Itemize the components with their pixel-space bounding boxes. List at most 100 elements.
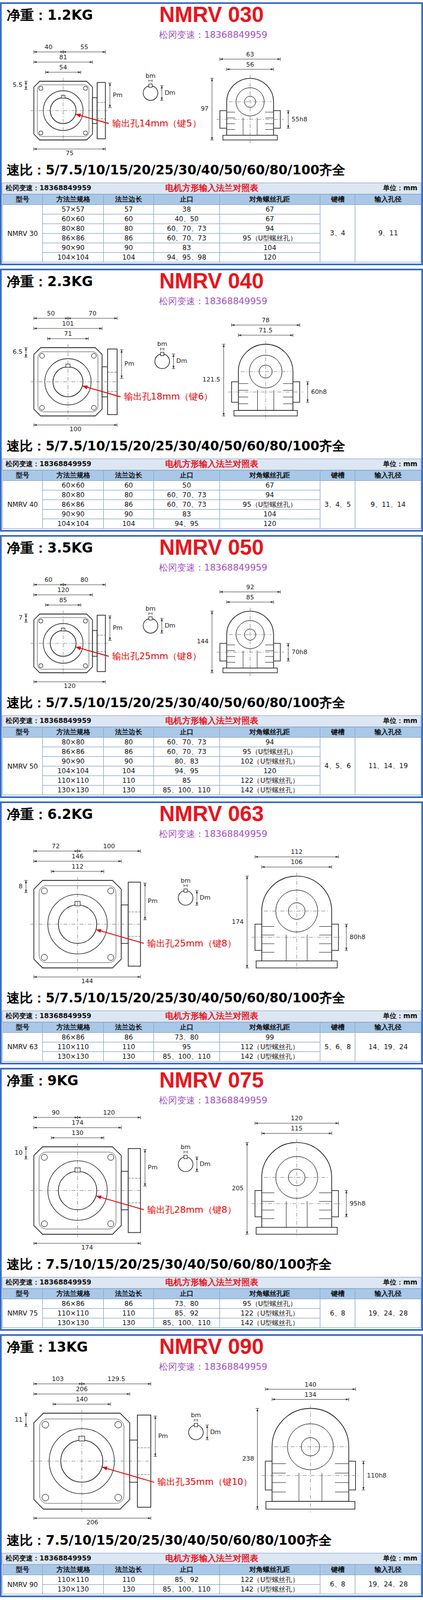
- center-line: [249, 75, 251, 144]
- table-cell: 94、95、98: [153, 252, 220, 263]
- dimension-line: [45, 72, 81, 73]
- section-drawing: [1, 1334, 423, 1596]
- table-header: 法兰边长: [103, 1287, 154, 1299]
- table-title-band: [2, 1010, 421, 1022]
- table-header: 止口: [153, 1021, 220, 1033]
- table-cell: 94、95: [153, 518, 220, 529]
- table-cell: NMRV 40: [2, 479, 43, 529]
- watermark: 松冈变速：18368849959: [159, 1094, 268, 1105]
- cooling-fin: [226, 129, 236, 130]
- table-cell: 5、6、8: [319, 1031, 356, 1061]
- dimension-label: 80: [79, 576, 89, 584]
- table-cell: 95（U型螺丝孔）: [219, 1297, 321, 1308]
- table-cell: 11、14、19: [354, 736, 422, 795]
- bolt-hole: [83, 663, 88, 668]
- model-title: NMRV 075: [159, 1068, 264, 1092]
- bolt-hole: [83, 86, 88, 91]
- table-cell: 86: [103, 1297, 154, 1308]
- hidden-line: [97, 102, 106, 103]
- table-cell: 9、11、14: [354, 479, 422, 529]
- arrow-head: [296, 323, 300, 326]
- table-watermark: 松冈变速：18368849959: [5, 1011, 92, 1020]
- dimension-label: 70h8: [291, 648, 308, 656]
- center-line: [63, 610, 64, 676]
- table-cell: 130: [103, 784, 154, 795]
- table-header: 键槽: [319, 1021, 356, 1033]
- table-cell: NMRV 75: [2, 1297, 43, 1328]
- table-cell: 83: [153, 242, 220, 253]
- table-header: 方法兰规格: [42, 726, 104, 738]
- arrow-head: [352, 1387, 356, 1390]
- dimension-label: 100: [68, 425, 82, 433]
- arrow-head: [271, 1397, 275, 1400]
- dimension-label: 80h8: [349, 933, 367, 941]
- table-cell: NMRV 63: [2, 1031, 43, 1061]
- table-title-band: [2, 458, 421, 470]
- cooling-fin: [238, 389, 249, 391]
- arrow-head: [95, 928, 102, 933]
- table-header: 输入孔径: [354, 469, 422, 481]
- arrow-head: [256, 1505, 259, 1509]
- dimension-line: [219, 58, 281, 60]
- watermark: 松冈变速：18368849959: [159, 1360, 268, 1372]
- bolt-hole: [107, 1219, 114, 1227]
- arrow-head: [254, 855, 258, 858]
- net-weight: 净重：9KG: [6, 1072, 79, 1089]
- table-cell: 142（U型螺丝孔）: [219, 784, 321, 795]
- shaft-keyway: [160, 351, 165, 356]
- dimension-line: [81, 1382, 151, 1384]
- table-cell: 86: [103, 232, 154, 244]
- table-cell: 85、100、110: [153, 784, 220, 795]
- ratio-text: 速比：5/7.5/10/15/20/25/30/40/50/60/80/100齐…: [6, 989, 346, 1005]
- dimension-line: [231, 324, 301, 325]
- table-cell: 40、50: [153, 213, 220, 224]
- arrow-head: [154, 1415, 157, 1418]
- arrow-head: [77, 71, 81, 74]
- table-cell: 19、24、28: [354, 1573, 422, 1594]
- cooling-fin: [319, 1217, 332, 1219]
- dimension-line: [109, 615, 110, 641]
- center-line: [81, 1408, 83, 1512]
- table-watermark: 松冈变速：18368849959: [5, 460, 92, 469]
- arrow-head: [24, 1422, 28, 1426]
- dimension-line: [33, 1242, 141, 1244]
- arrow-head: [270, 68, 274, 71]
- shaft-keyway: [183, 888, 188, 892]
- bolt-hole: [41, 1219, 48, 1227]
- output-bore-label: 输出孔28mm（键8）: [146, 1203, 238, 1214]
- arrow-head: [362, 1460, 365, 1464]
- cooling-fin: [226, 644, 236, 645]
- unit-label: 单位：mm: [382, 460, 418, 469]
- table-cell: 60、70、73: [153, 746, 220, 757]
- arrow-head: [256, 1407, 259, 1411]
- table-cell: 120: [219, 252, 321, 263]
- net-weight: 净重：13KG: [6, 1338, 88, 1355]
- housing-rib: [298, 1472, 300, 1501]
- arrow-head: [137, 975, 141, 978]
- bolt-hole: [38, 130, 43, 135]
- dimension-line: [33, 976, 141, 977]
- arrow-head: [118, 859, 122, 862]
- arrow-head: [33, 1125, 37, 1128]
- arrow-head: [63, 583, 66, 586]
- arrow-head: [24, 354, 28, 358]
- table-cell: 104×104: [42, 518, 104, 529]
- table-header: 方法兰规格: [42, 1287, 104, 1299]
- cooling-fin: [319, 925, 332, 927]
- dimension-label: 6.5: [12, 348, 24, 356]
- dimension-line: [160, 348, 165, 350]
- table-title-band: [2, 1276, 421, 1288]
- dimension-line: [144, 882, 146, 920]
- cooling-fin: [261, 1191, 275, 1193]
- table-cell: 130: [103, 1316, 154, 1328]
- table-watermark: 松冈变速：18368849959: [5, 716, 92, 725]
- dimension-line: [363, 1460, 364, 1489]
- table-header: 型号: [2, 194, 43, 205]
- bolt-hole: [91, 353, 96, 358]
- arrow-head: [287, 125, 290, 129]
- arrow-head: [33, 593, 37, 596]
- center-line: [263, 1176, 330, 1178]
- center-line: [251, 1202, 342, 1204]
- dimension-label: 101: [61, 320, 75, 328]
- dimension-line: [148, 612, 153, 614]
